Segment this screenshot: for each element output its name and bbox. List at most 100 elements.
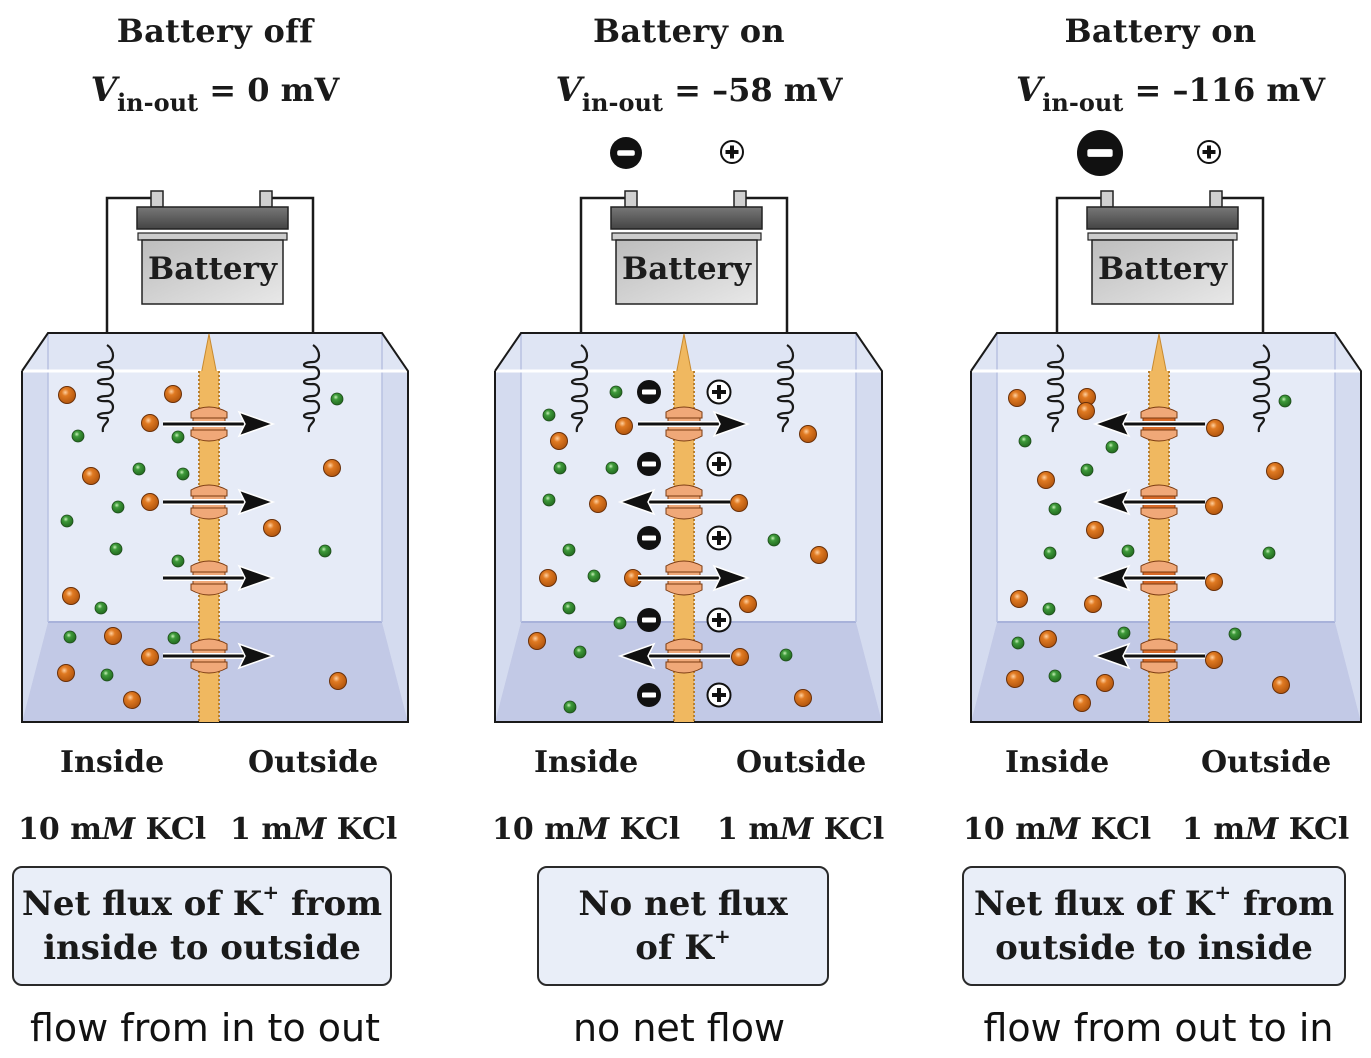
flow-caption: flow from out to in xyxy=(983,1006,1334,1050)
potassium-ion xyxy=(1084,595,1102,613)
battery-terminal-negative xyxy=(150,190,164,208)
apparatus-diagram: Battery xyxy=(494,137,883,723)
potassium-ion xyxy=(263,519,281,537)
chloride-ion xyxy=(63,630,77,644)
voltage-readout: Vin-out = 0 mV xyxy=(0,70,430,117)
chloride-ion xyxy=(613,616,627,630)
potassium-ion xyxy=(1205,651,1223,669)
potassium-ion xyxy=(1272,676,1290,694)
potassium-ion xyxy=(730,494,748,512)
battery-body xyxy=(141,239,284,305)
chloride-ion xyxy=(1117,626,1131,640)
tank-right-wall xyxy=(856,371,882,722)
potassium-ion xyxy=(1096,674,1114,692)
chloride-ion xyxy=(94,601,108,615)
panel-battery-off: Battery off Vin-out = 0 mV Battery Insid… xyxy=(0,0,430,1058)
panel-battery-on-116mv: Battery on Vin-out = –116 mV Battery Ins… xyxy=(950,0,1371,1058)
membrane-negative-charge-icon xyxy=(637,380,661,404)
potassium-ion xyxy=(62,587,80,605)
wire-right xyxy=(1216,196,1265,345)
chloride-ion xyxy=(109,542,123,556)
electrode-inside xyxy=(1046,344,1065,433)
potassium-ion xyxy=(57,664,75,682)
voltage-value: = 0 mV xyxy=(209,71,340,109)
tank-right-wall xyxy=(382,371,408,722)
potassium-ion xyxy=(104,627,122,645)
chloride-ion xyxy=(330,392,344,406)
membrane-negative-charge-icon xyxy=(637,608,661,632)
potassium-ion xyxy=(164,385,182,403)
battery-lid xyxy=(1086,206,1239,230)
chloride-ion xyxy=(171,554,185,568)
tank-left-wall xyxy=(22,371,48,722)
battery-icon: Battery xyxy=(610,190,763,305)
voltage-subscript: in-out xyxy=(117,88,199,117)
battery-icon: Battery xyxy=(1086,190,1239,305)
positive-terminal-charge-icon xyxy=(720,140,744,164)
flux-summary-box: No net flux of K+ xyxy=(537,866,829,986)
chloride-ion xyxy=(605,461,619,475)
panel-title: Battery off xyxy=(116,12,314,50)
potassium-ion xyxy=(1006,670,1024,688)
tank-outline xyxy=(970,332,1362,723)
voltage-subscript: in-out xyxy=(1042,88,1124,117)
flux-arrow-left xyxy=(617,488,730,516)
potassium-ion xyxy=(615,417,633,435)
chloride-ion xyxy=(542,408,556,422)
outside-label: Outside xyxy=(1201,745,1332,780)
electrode-outside xyxy=(776,344,795,433)
potassium-ion xyxy=(1037,471,1055,489)
chloride-ion xyxy=(563,700,577,714)
tank-outline xyxy=(494,332,883,723)
inside-label: Inside xyxy=(60,745,165,780)
membrane-positive-charge-icon xyxy=(706,379,732,405)
tank-left-wall xyxy=(495,371,521,722)
chloride-ion xyxy=(1042,602,1056,616)
battery-terminal-positive xyxy=(1209,190,1223,208)
membrane-positive-charge-icon xyxy=(706,451,732,477)
chloride-ion xyxy=(1262,546,1276,560)
wire-right xyxy=(266,196,315,345)
wire-left xyxy=(579,196,631,345)
circuit-wires xyxy=(1055,196,1265,345)
negative-terminal-charge-icon xyxy=(610,137,642,169)
chloride-ion xyxy=(1011,636,1025,650)
negative-terminal-charge-icon xyxy=(1077,130,1123,176)
potassium-ion xyxy=(1008,389,1026,407)
voltage-symbol: V xyxy=(90,70,118,110)
inside-concentration: 10 mM KCl xyxy=(18,812,207,847)
wire-left xyxy=(1055,196,1107,345)
chloride-ion xyxy=(1228,627,1242,641)
chloride-ion xyxy=(111,500,125,514)
inside-concentration: 10 mM KCl xyxy=(492,812,681,847)
potassium-ion xyxy=(794,689,812,707)
potassium-ion xyxy=(58,386,76,404)
potassium-ion xyxy=(1039,630,1057,648)
potassium-ion xyxy=(82,467,100,485)
battery-body xyxy=(1091,239,1234,305)
flux-arrow-right xyxy=(163,564,276,592)
potassium-ion xyxy=(1266,462,1284,480)
flux-arrow-right xyxy=(163,410,276,438)
potassium-ion xyxy=(141,493,159,511)
membrane-negative-charge-icon xyxy=(637,526,661,550)
flux-arrow-right xyxy=(638,410,751,438)
electrode-outside xyxy=(1252,344,1271,433)
potassium-ion xyxy=(1073,694,1091,712)
chloride-ion xyxy=(779,648,793,662)
membrane-positive-charge-icon xyxy=(706,525,732,551)
panel-title: Battery on xyxy=(593,12,785,50)
chloride-ion xyxy=(562,601,576,615)
potassium-ion xyxy=(528,632,546,650)
flux-arrow-right xyxy=(638,564,751,592)
apparatus-diagram: Battery xyxy=(21,190,409,723)
electrode-outside xyxy=(302,344,321,433)
potassium-ion xyxy=(323,459,341,477)
battery-terminal-negative xyxy=(1100,190,1114,208)
potassium-ion xyxy=(539,569,557,587)
chloride-ion xyxy=(100,668,114,682)
positive-terminal-charge-icon xyxy=(1197,140,1221,164)
battery-lid xyxy=(610,206,763,230)
potassium-ion xyxy=(1205,573,1223,591)
outside-concentration: 1 mM KCl xyxy=(230,812,398,847)
